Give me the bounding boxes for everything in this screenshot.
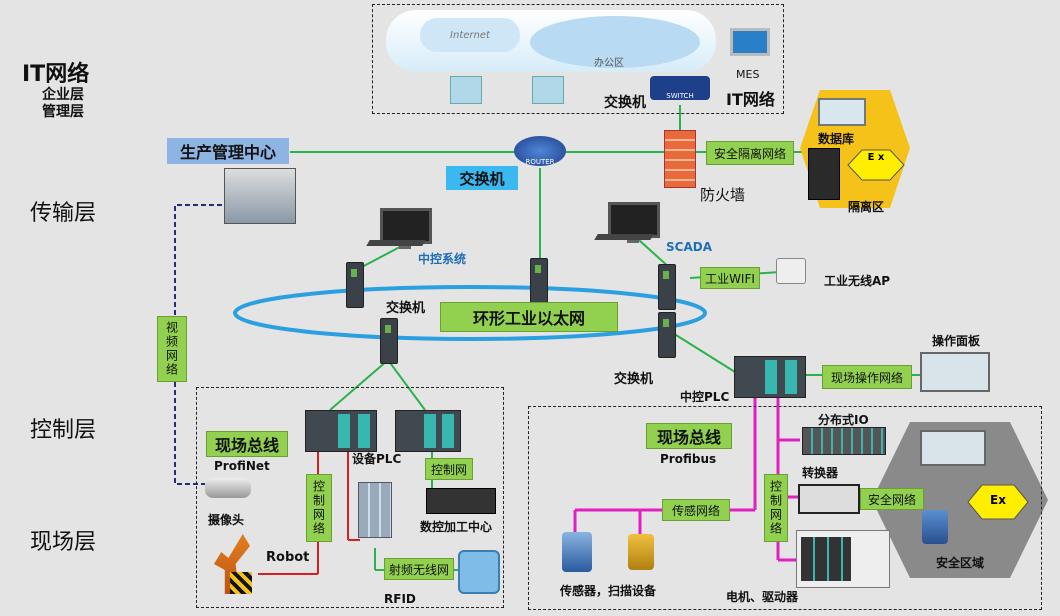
switch-icon [658,312,676,358]
database-server-icon [808,148,840,200]
video-network-label: 视频网络 [157,316,187,382]
security-isolation-network-label: 安全隔离网络 [706,141,794,165]
safety-ex-label: Ex [990,493,1006,507]
switch-icon [658,264,676,310]
profibus-label: Profibus [660,452,717,466]
operation-panel-label: 操作面板 [932,334,981,348]
rfid-antenna-icon [458,550,500,594]
rf-wireless-net-label: 射频无线网 [384,558,454,580]
ex-label: E x [867,152,885,163]
switch-icon [380,318,398,364]
left-fieldbus-label: 现场总线 [206,431,288,457]
central-control-label: 中控系统 [418,252,467,266]
right-control-network-label: 控制网络 [764,474,788,542]
office-label: 办公区 [594,58,624,69]
right-switch-label: 交换机 [614,372,654,387]
core-switch-tag: 交换机 [446,166,518,190]
layer-it-label: IT网络 [22,62,90,87]
sensors-label: 传感器，扫描设备 [560,584,657,598]
field-operation-network-label: 现场操作网络 [822,365,912,389]
motors-label: 电机、驱动器 [726,590,799,604]
wireless-ap-label: 工业无线AP [824,274,891,288]
router-icon: ROUTER [514,136,566,166]
switch-icon [346,262,364,308]
central-plc-label: 中控PLC [680,390,730,404]
central-control-computer-icon [380,208,432,249]
device-plc-label: 设备PLC [352,452,402,466]
robot-label: Robot [266,550,310,565]
scada-label: SCADA [666,240,712,254]
rfid-reader-icon [358,482,392,538]
safety-panel-icon [920,430,986,466]
layer-management-label: 管理层 [42,104,84,120]
switch-icon: SWITCH [650,76,710,100]
server-icon [450,76,482,104]
it-network-label: IT网络 [726,90,775,109]
motor-drive-icon [796,530,890,588]
distributed-io-icon [802,427,886,455]
cnc-label: 数控加工中心 [420,520,493,534]
safety-network-label: 安全网络 [860,488,924,510]
right-field-box [528,406,1042,610]
control-room-image [224,168,296,224]
profinet-label: ProfiNet [214,459,270,473]
converter-label: 转换器 [802,466,839,480]
layer-transport-label: 传输层 [30,201,97,226]
switch-icon [530,258,548,304]
database-label: 数据库 [818,132,855,146]
layer-enterprise-label: 企业层 [42,87,84,103]
rfid-label: RFID [384,592,416,606]
robot-base-icon [230,572,252,594]
control-net-label: 控制网 [425,458,473,480]
scanner-icon [628,534,654,570]
layer-field-label: 现场层 [30,530,97,555]
safety-sensor-icon [922,510,948,544]
production-center-tag: 生产管理中心 [167,138,289,164]
sensor-network-label: 传感网络 [662,499,730,521]
database-screen-icon [818,98,866,126]
internet-cloud: Internet [420,18,520,52]
distributed-io-label: 分布式IO [818,413,869,427]
operation-panel-icon [920,352,990,392]
top-switch-label: 交换机 [604,95,646,111]
safety-zone-label: 安全区域 [936,556,985,570]
wireless-ap-icon [776,258,806,284]
camera-icon [205,478,251,498]
ring-switch-label: 交换机 [386,301,426,316]
keyboard-icon [366,240,426,246]
firewall-icon [664,130,696,188]
camera-label: 摄像头 [208,513,245,527]
ring-ethernet-shape [233,285,707,341]
scada-computer-icon [608,202,660,243]
keyboard-icon [594,234,654,240]
device-plc-icon [395,410,461,452]
converter-icon [798,484,860,514]
cnc-machine-icon [426,488,496,514]
sensor-icon [562,532,592,572]
firewall-label: 防火墙 [700,186,746,204]
office-ellipse [530,16,700,68]
industrial-wifi-label: 工业WIFI [700,267,760,289]
server-icon [532,76,564,104]
central-plc-icon [734,356,806,398]
left-control-network-label: 控制网络 [306,474,332,542]
mes-computer-icon [730,28,770,56]
isolation-label: 隔离区 [848,200,885,214]
ring-ethernet-label: 环形工业以太网 [440,302,618,332]
device-plc-icon [305,410,377,452]
safety-zone-hexagon [872,422,1048,578]
right-fieldbus-label: 现场总线 [646,423,732,449]
layer-control-label: 控制层 [30,418,97,443]
left-field-box [196,387,504,608]
it-network-box [372,4,784,114]
mes-label: MES [736,68,760,81]
